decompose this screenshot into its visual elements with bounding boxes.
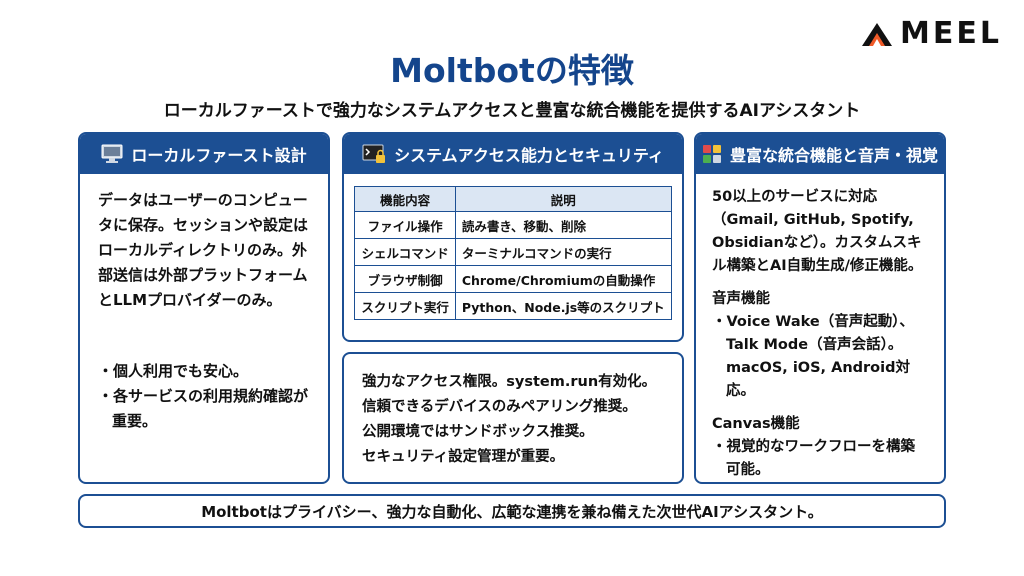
security-line: 強力なアクセス権限。system.run有効化。 <box>362 374 657 390</box>
system-access-heading: システムアクセス能力とセキュリティ <box>394 146 664 165</box>
table-header-row: 機能内容 説明 <box>354 186 672 212</box>
page-subtitle: ローカルファーストで強力なシステムアクセスと豊富な統合機能を提供するAIアシスタ… <box>163 101 861 121</box>
local-first-description: データはユーザーのコンピュータに保存。セッションや設定はローカルディレクトリのみ… <box>98 191 309 309</box>
table-cell: スクリプト実行 <box>354 292 456 320</box>
system-access-card: システムアクセス能力とセキュリティ 機能内容 説明 ファイル操作 読み書き、移動… <box>342 132 684 342</box>
integration-card-header: 豊富な統合機能と音声・視覚 <box>696 134 944 174</box>
table-cell: 読み書き、移動、削除 <box>454 211 672 239</box>
list-item: ・Voice Wake（音声起動）、Talk Mode（音声会話）。macOS,… <box>712 314 914 399</box>
local-first-card-header: ローカルファースト設計 <box>80 134 328 174</box>
table-cell: ブラウザ制御 <box>354 265 456 293</box>
media-icon <box>702 144 722 164</box>
table-header-cell: 機能内容 <box>354 186 456 212</box>
table-cell: シェルコマンド <box>354 238 456 266</box>
integration-card: 豊富な統合機能と音声・視覚 50以上のサービスに対応（Gmail, GitHub… <box>694 132 946 484</box>
table-cell: ファイル操作 <box>354 211 456 239</box>
security-line: 信頼できるデバイスのみペアリング推奨。 <box>362 399 637 415</box>
feature-table: 機能内容 説明 ファイル操作 読み書き、移動、削除 シェルコマンド ターミナルコ… <box>354 186 672 320</box>
computer-icon <box>101 144 123 164</box>
local-first-heading: ローカルファースト設計 <box>131 146 307 165</box>
local-first-card: ローカルファースト設計 データはユーザーのコンピュータに保存。セッションや設定は… <box>78 132 330 484</box>
local-first-bullets: ・個人利用でも安心。 ・各サービスの利用規約確認が重要。 <box>98 359 310 434</box>
brand-logo: MEEL <box>860 16 1002 51</box>
services-description: 50以上のサービスに対応（Gmail, GitHub, Spotify, Obs… <box>712 189 923 274</box>
table-row: シェルコマンド ターミナルコマンドの実行 <box>354 238 672 266</box>
security-line: セキュリティ設定管理が重要。 <box>362 449 565 465</box>
table-cell: Chrome/Chromiumの自動操作 <box>454 265 672 293</box>
summary-footer: Moltbotはプライバシー、強力な自動化、広範な連携を兼ね備えた次世代AIアシ… <box>78 494 946 528</box>
security-card: 強力なアクセス権限。system.run有効化。 信頼できるデバイスのみペアリン… <box>342 352 684 484</box>
table-row: スクリプト実行 Python、Node.js等のスクリプト <box>354 292 672 320</box>
system-access-card-header: システムアクセス能力とセキュリティ <box>344 134 682 174</box>
table-header-cell: 説明 <box>454 186 672 212</box>
voice-bullet: ・Voice Wake（音声起動）、Talk Mode（音声会話）。macOS,… <box>712 311 928 403</box>
mountain-logo-icon <box>860 20 894 48</box>
security-line: 公開環境ではサンドボックス推奨。 <box>362 424 594 440</box>
table-cell: Python、Node.js等のスクリプト <box>454 292 672 320</box>
table-cell: ターミナルコマンドの実行 <box>454 238 672 266</box>
integration-heading: 豊富な統合機能と音声・視覚 <box>729 146 938 165</box>
canvas-heading: Canvas機能 <box>712 416 800 432</box>
page-title: Moltbotの特徴 <box>390 51 634 90</box>
list-item: ・各サービスの利用規約確認が重要。 <box>98 387 309 430</box>
canvas-bullet: ・視覚的なワークフローを構築可能。 <box>712 439 915 478</box>
table-row: ファイル操作 読み書き、移動、削除 <box>354 211 672 239</box>
table-row: ブラウザ制御 Chrome/Chromiumの自動操作 <box>354 265 672 293</box>
voice-heading: 音声機能 <box>712 291 770 307</box>
terminal-lock-icon <box>362 144 386 164</box>
list-item: ・個人利用でも安心。 <box>98 362 249 380</box>
logo-text: MEEL <box>900 16 1002 51</box>
